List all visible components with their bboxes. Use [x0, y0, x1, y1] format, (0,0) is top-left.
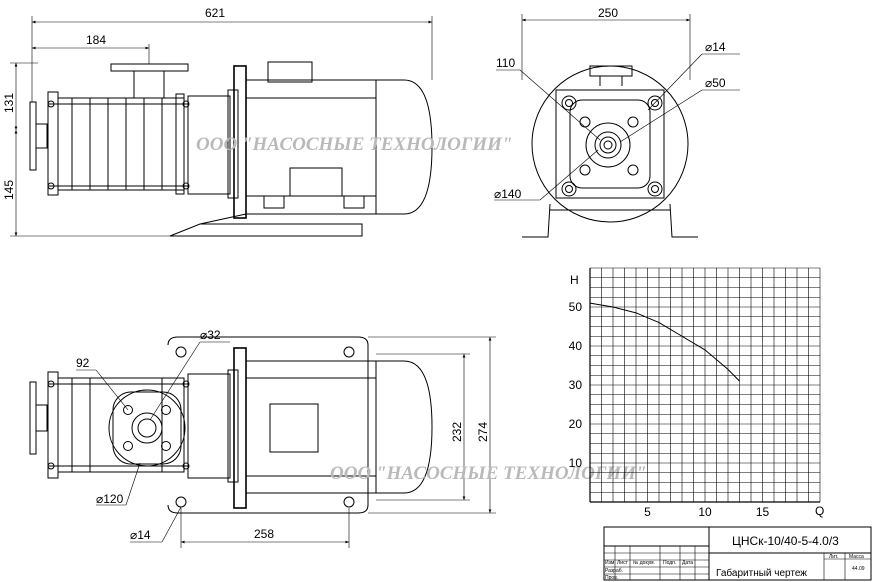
- chart-series: [589, 302, 740, 382]
- tb-col-mass: Масса: [849, 554, 864, 560]
- chart-xlabel: Q: [815, 504, 824, 518]
- tb-header-sheet: Лист: [617, 560, 629, 566]
- end-view: 250 110 ⌀14: [494, 6, 740, 238]
- chart-grid: [589, 267, 821, 503]
- tb-header-date: Дата: [682, 560, 693, 566]
- dim-outlet-offset: 184: [86, 33, 106, 47]
- dim-end-width: 250: [598, 6, 618, 20]
- dim-top-pitch: 92: [76, 356, 90, 370]
- tb-mass: 44.09: [852, 566, 865, 572]
- chart-x-tick: 5: [644, 505, 651, 519]
- side-view: 621 184 131 145: [2, 6, 433, 237]
- chart-series-line: [589, 302, 740, 382]
- dim-end-pitch: 110: [496, 56, 515, 70]
- watermark-bottom: ООО "НАСОСНЫЕ ТЕХНОЛОГИИ": [330, 463, 646, 484]
- chart-tick-labels: 5 10 15 10 20 30 40 50: [569, 300, 770, 519]
- tb-header-doc: № докум.: [633, 560, 655, 566]
- chart-y-tick: 30: [569, 378, 583, 392]
- chart-y-tick: 20: [569, 417, 583, 431]
- dim-base-hole: ⌀14: [130, 528, 151, 542]
- dim-inner-width: 232: [450, 422, 464, 442]
- tb-col-lit: Лит.: [829, 554, 838, 560]
- tb-sheet-title: Габаритный чертеж: [716, 567, 807, 579]
- title-block: Изм Лист № докум. Подп. Дата Разраб. Про…: [603, 526, 872, 581]
- tb-row-check: Пров.: [605, 575, 618, 581]
- chart-x-tick: 10: [698, 505, 712, 519]
- chart-y-tick: 10: [569, 456, 583, 470]
- dim-end-hole: ⌀14: [705, 40, 726, 54]
- performance-chart: 5 10 15 10 20 30 40 50 H Q: [569, 267, 824, 519]
- chart-y-tick: 40: [569, 339, 583, 353]
- dim-outer-width: 274: [476, 422, 490, 442]
- dim-end-flange: ⌀140: [494, 187, 522, 201]
- dim-height-lower: 145: [2, 180, 16, 200]
- chart-ylabel: H: [570, 273, 579, 287]
- tb-row-develop: Разраб.: [605, 568, 623, 574]
- watermark-top: ООО "НАСОСНЫЕ ТЕХНОЛОГИИ": [196, 134, 512, 155]
- dim-height-upper: 131: [2, 93, 16, 113]
- dim-base-length: 258: [254, 527, 274, 541]
- top-view: 232 274 258 ⌀32 92 ⌀120 ⌀14: [29, 328, 496, 548]
- tb-designation: ЦНСк-10/40-5-4.0/3: [732, 534, 839, 548]
- tb-header-rev: Изм: [605, 560, 615, 566]
- chart-x-tick: 15: [756, 505, 770, 519]
- dim-end-outlet: ⌀50: [705, 76, 726, 90]
- dim-top-flange-hole: ⌀32: [200, 328, 221, 342]
- chart-y-tick: 50: [569, 300, 583, 314]
- tb-header-sign: Подп.: [663, 560, 676, 566]
- dim-total-length: 621: [205, 6, 225, 20]
- dim-top-flange-dia: ⌀120: [96, 492, 124, 506]
